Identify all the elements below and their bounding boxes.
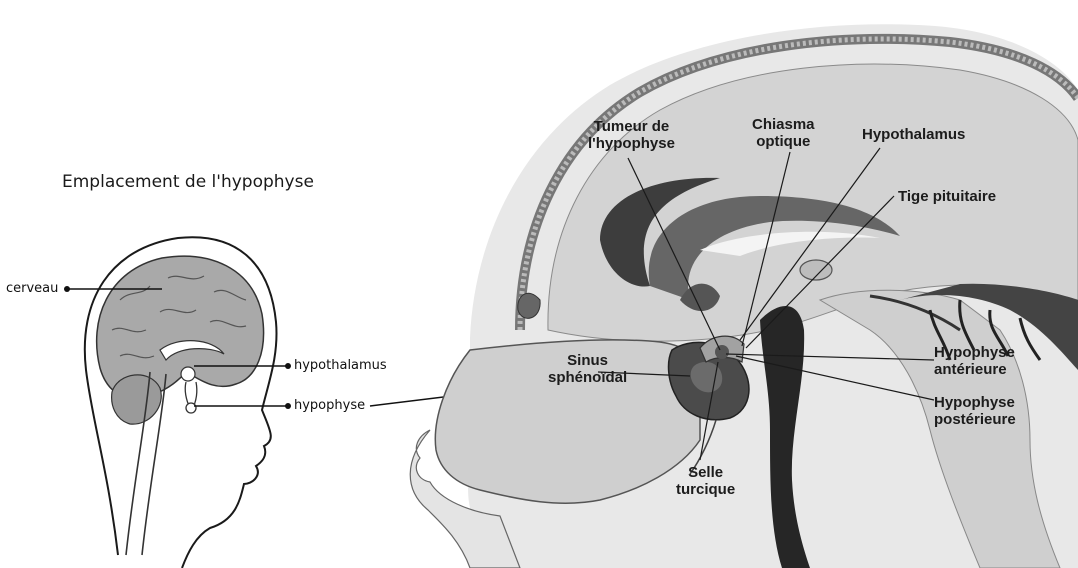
label-hypophyse-anterieure: Hypophyse antérieure <box>934 344 1015 378</box>
brain-small <box>97 256 264 398</box>
label-tige-pituitaire: Tige pituitaire <box>898 188 996 205</box>
label-sinus-sphenoidal: Sinus sphénoïdal <box>548 352 627 386</box>
label-tumeur-hypophyse: Tumeur de l'hypophyse <box>588 118 675 152</box>
label-hypophyse-posterieure: Hypophyse postérieure <box>934 394 1016 428</box>
hypophyse-leader <box>194 403 291 409</box>
label-hypophyse-small: hypophyse <box>294 398 365 413</box>
cerebellum-small <box>112 375 162 424</box>
diagram-title: Emplacement de l'hypophyse <box>62 172 314 192</box>
label-selle-turcique: Selle turcique <box>676 464 735 498</box>
label-hypothalamus-small: hypothalamus <box>294 358 387 373</box>
label-hypothalamus-large: Hypothalamus <box>862 126 965 143</box>
label-cerveau: cerveau <box>6 281 58 296</box>
label-chiasma-optique: Chiasma optique <box>752 116 815 150</box>
